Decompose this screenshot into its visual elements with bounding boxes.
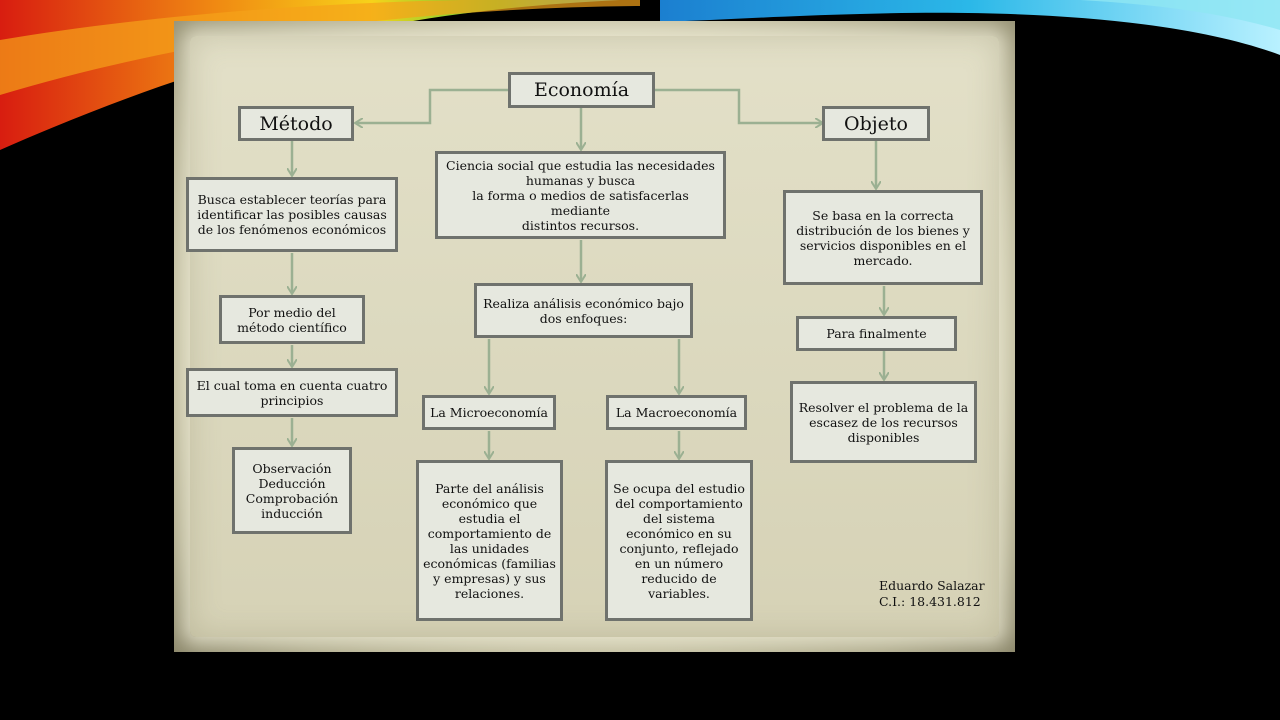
- author-id: C.I.: 18.431.812: [879, 594, 981, 609]
- node-principios: Observación Deducción Comprobación induc…: [232, 447, 352, 534]
- slide-image: Economía Método Busca establecer teorías…: [174, 21, 1015, 652]
- node-metodo-step-3: El cual toma en cuenta cuatro principios: [186, 368, 398, 417]
- author-signature: Eduardo Salazar C.I.: 18.431.812: [879, 578, 985, 610]
- node-micro: La Microeconomía: [422, 395, 556, 430]
- connector-arrows: [174, 88, 1015, 652]
- ribbon-blue: [660, 0, 1280, 55]
- node-objeto: Objeto: [822, 106, 930, 141]
- node-root: Economía: [508, 72, 655, 108]
- node-analysis: Realiza análisis económico bajo dos enfo…: [474, 283, 693, 338]
- ribbon-teal: [1080, 0, 1280, 30]
- node-macro-text: Se ocupa del estudio del comportamiento …: [605, 460, 753, 621]
- arrow-root-metodo: [356, 88, 509, 123]
- ribbon-orange: [0, 0, 640, 95]
- node-objeto-step-2: Para finalmente: [796, 316, 957, 351]
- node-objeto-step-1: Se basa en la correcta distribución de l…: [783, 190, 983, 285]
- arrow-root-objeto: [654, 88, 822, 123]
- node-metodo: Método: [238, 106, 354, 141]
- node-metodo-step-1: Busca establecer teorías para identifica…: [186, 177, 398, 252]
- node-objeto-step-3: Resolver el problema de la escasez de lo…: [790, 381, 977, 463]
- node-definition: Ciencia social que estudia las necesidad…: [435, 151, 726, 239]
- node-macro: La Macroeconomía: [606, 395, 747, 430]
- node-metodo-step-2: Por medio del método científico: [219, 295, 365, 344]
- node-micro-text: Parte del análisis económico que estudia…: [416, 460, 563, 621]
- author-name: Eduardo Salazar: [879, 578, 985, 593]
